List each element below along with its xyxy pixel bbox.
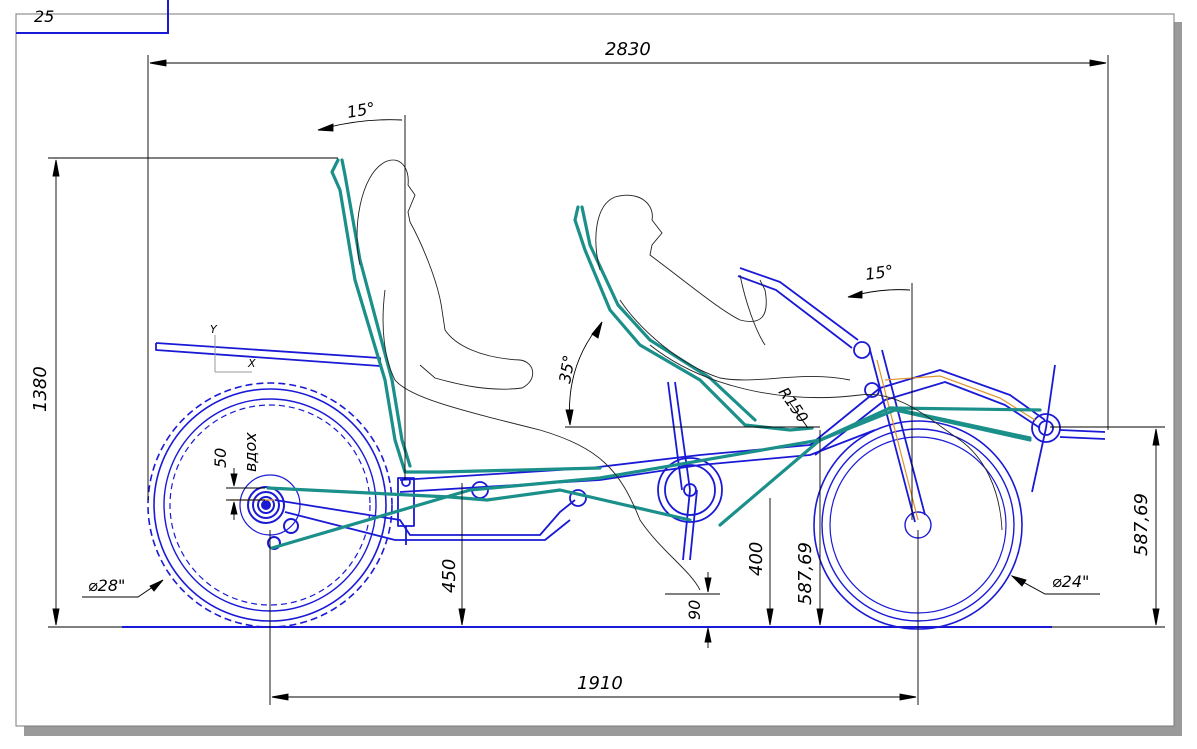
rider-sketches [356, 159, 1003, 591]
dimension-lines [48, 55, 1165, 705]
title-block: 25 [16, 0, 169, 34]
dimension-labels: 2830 1910 1380 15° 15° 35° R150 50 вдох … [30, 39, 1152, 694]
axis-y-label: Y [210, 323, 218, 336]
dim-front-wheel: ⌀24" [1052, 572, 1089, 591]
teal-seats-chain [266, 158, 1042, 550]
axis-icon: Y X [210, 323, 256, 373]
dim-seat-angle-rear: 15° [345, 98, 376, 122]
dim-overall-height: 1380 [30, 366, 51, 412]
dim-clearance-90: 90 [685, 600, 704, 620]
dim-height-587-right: 587,69 [1131, 493, 1152, 556]
dim-axle-offset-label: вдох [241, 432, 260, 472]
dim-height-400: 400 [746, 542, 767, 576]
dim-height-587-mid: 587,69 [795, 542, 816, 605]
dim-axle-offset: 50 [211, 448, 230, 468]
dim-overall-length: 2830 [605, 39, 651, 60]
dim-seat-angle-front: 15° [864, 261, 895, 284]
title-block-text: 25 [34, 7, 54, 26]
dim-wheelbase: 1910 [577, 673, 623, 694]
paper-sheet [15, 13, 1175, 727]
axis-x-label: X [247, 357, 256, 370]
dim-height-450: 450 [439, 559, 460, 593]
dim-rear-wheel: ⌀28" [88, 576, 125, 595]
dim-recline-angle: 35° [555, 353, 579, 384]
rear-hub-cassette [247, 486, 299, 550]
